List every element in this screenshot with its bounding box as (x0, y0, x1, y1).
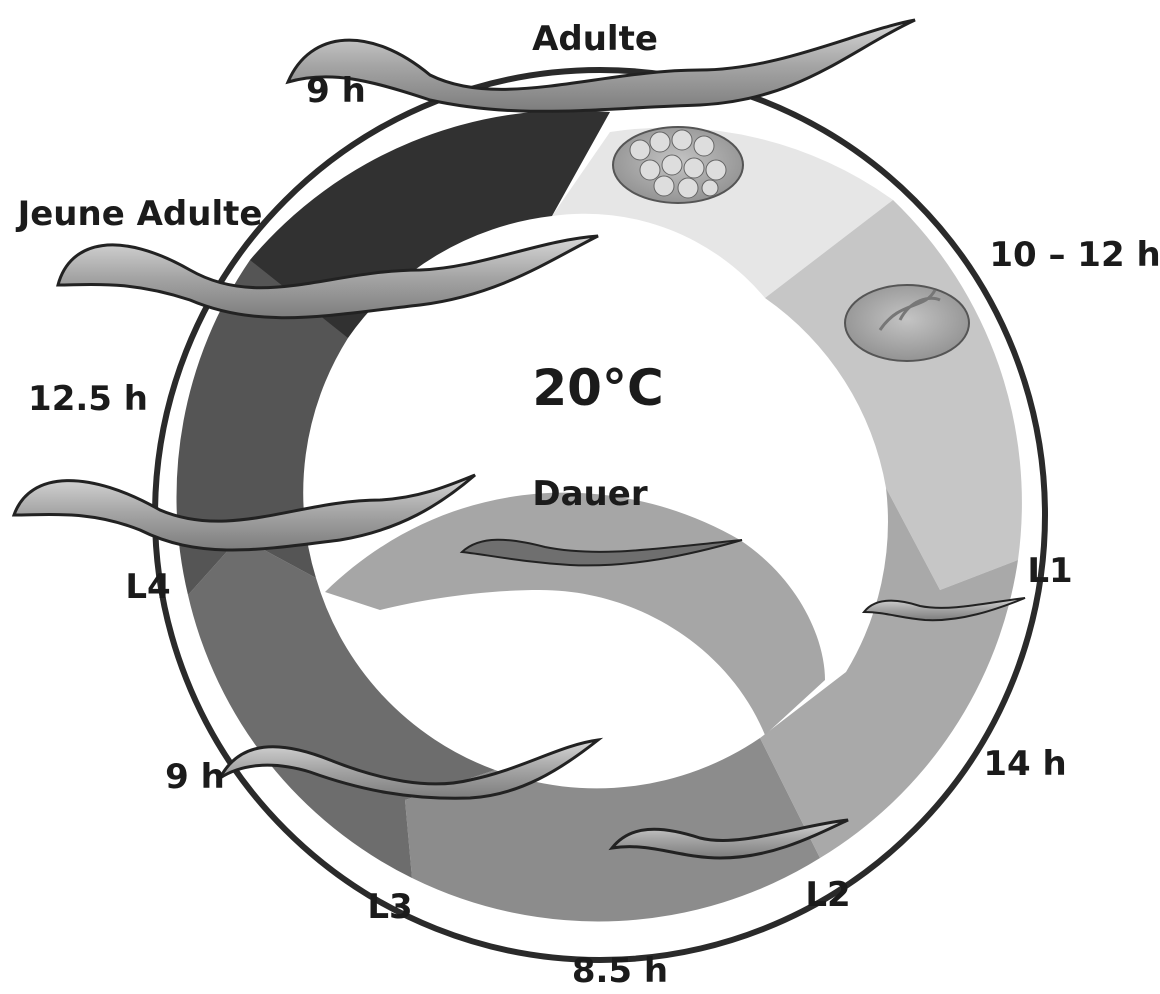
stage-label-adulte: Adulte (532, 19, 658, 59)
egg-cluster-icon (613, 127, 743, 203)
duration-label-young-adult: 12.5 h (28, 379, 148, 419)
stage-label-l1: L1 (1027, 551, 1072, 591)
embryo-egg-icon (845, 285, 969, 361)
duration-label-l2: 8.5 h (572, 951, 668, 991)
duration-label-l3: 9 h (165, 757, 225, 797)
duration-label-adult: 9 h (306, 71, 366, 111)
duration-label-l1: 14 h (983, 744, 1066, 784)
stage-label-l3: L3 (367, 887, 412, 927)
stage-label-l2: L2 (805, 875, 850, 915)
dauer-label: Dauer (532, 474, 647, 514)
center-temperature-label: 20°C (532, 359, 663, 417)
stage-label-jeune-adulte: Jeune Adulte (16, 194, 263, 234)
duration-label-embryo: 10 – 12 h (989, 235, 1160, 275)
stage-label-l4: L4 (125, 567, 170, 607)
